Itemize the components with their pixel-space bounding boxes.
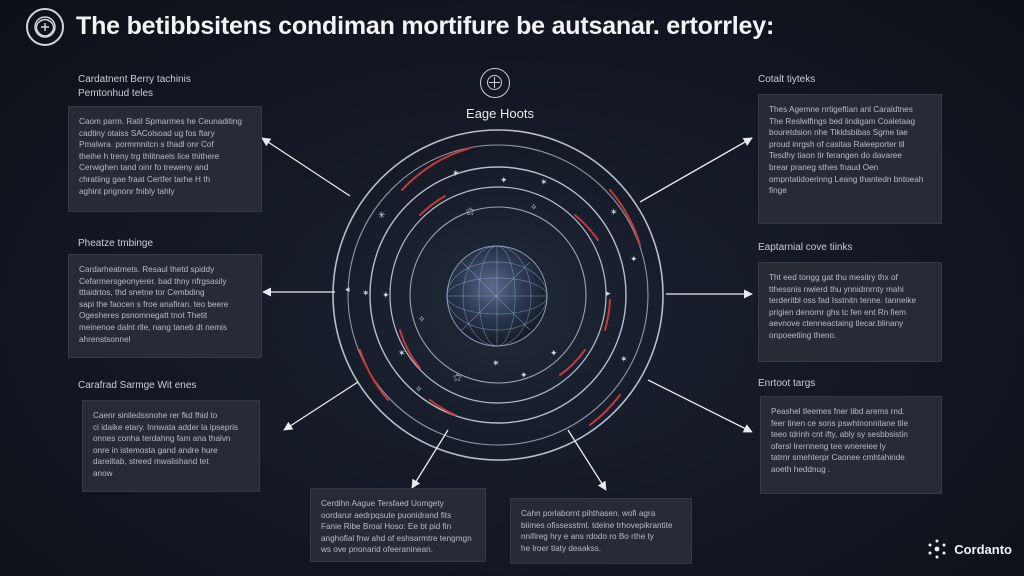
svg-text:⚝: ⚝: [466, 207, 475, 217]
page-title: The betibbsitens condiman mortifure be a…: [76, 12, 775, 40]
svg-text:✧: ✧: [418, 315, 426, 325]
svg-text:✳: ✳: [378, 211, 386, 221]
left-panel-3: Caenr siniledssnohe rer fkd fhid to ci i…: [82, 400, 260, 492]
left-panel-2-label: Pheatze tmbinge: [78, 238, 154, 249]
right-panel-2-label: Eaptarnial cove tiinks: [758, 242, 853, 253]
orbit-rings: [332, 129, 664, 461]
connector-arrows: [261, 137, 753, 491]
svg-text:✦: ✦: [630, 255, 638, 265]
left-panel-1-label: Cardatnent Berry tachinis Pemtonhud tele…: [78, 74, 191, 99]
svg-text:✦: ✦: [520, 371, 528, 381]
svg-text:▸: ▸: [606, 289, 611, 299]
svg-text:✧: ✧: [415, 385, 423, 395]
knot-icon: [34, 16, 56, 38]
svg-text:✶: ✶: [540, 178, 548, 188]
right-panel-1: Thes Agemne nrtigeftian anl Caraldtnes T…: [758, 94, 942, 224]
svg-text:✦: ✦: [550, 349, 558, 359]
brand-name: Cordanto: [954, 541, 1012, 557]
svg-text:✶: ✶: [398, 349, 406, 359]
right-panel-1-label: Cotalt tiyteks: [758, 74, 816, 85]
red-arc-accents: [359, 147, 641, 426]
emblem-icon: [26, 8, 64, 46]
ring-glyphs: ✶ ✦ ✶ ⚝ ✧ ✳ ✶ ◂ ✶ ✦ ✦ ▸ ✶ ✧ ✦ ⚝ ✶ ✦ ✶ ✧: [345, 169, 638, 395]
svg-text:✶: ✶: [452, 169, 460, 179]
central-sphere: [446, 245, 548, 347]
cardano-icon: [928, 539, 946, 559]
svg-text:✶: ✶: [610, 208, 618, 218]
svg-text:◂: ◂: [345, 285, 350, 295]
svg-text:✧: ✧: [530, 203, 538, 213]
right-panel-3: Peashel tleemes fner tibd arems rnd. fee…: [760, 396, 942, 494]
svg-text:✶: ✶: [620, 355, 628, 365]
right-panel-2: Tht eed tongg gat thu mesitry thx of tth…: [758, 262, 942, 362]
bottom-panel-2: Cahn porlabornt pihthasen. wofi agra bii…: [510, 498, 692, 564]
target-icon: [480, 68, 510, 98]
svg-text:⚝: ⚝: [453, 373, 462, 383]
svg-text:✦: ✦: [382, 291, 390, 301]
svg-text:✶: ✶: [492, 359, 500, 369]
right-panel-3-label: Enrtoot targs: [758, 378, 816, 389]
left-panel-1: Caom parm. Ratil Spmarmes he Ceunaditing…: [68, 106, 262, 212]
left-panel-3-label: Carafrad Sarmge Wit enes: [78, 380, 197, 391]
left-panel-2: Cardarheatmets. Resaul thetd spiddy Cefa…: [68, 254, 262, 358]
brand-logo: Cordanto: [926, 538, 1012, 560]
center-label: Eage Hoots: [466, 106, 534, 121]
svg-text:✦: ✦: [500, 176, 508, 186]
svg-text:✶: ✶: [362, 289, 370, 299]
bottom-panel-1: Cerdihn Aague Tersfaed Uomgety oordarur …: [310, 488, 486, 562]
